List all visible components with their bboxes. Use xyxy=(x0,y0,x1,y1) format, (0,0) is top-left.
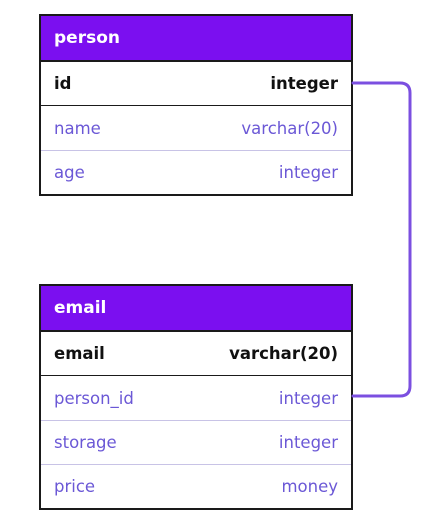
column-row-name[interactable]: name varchar(20) xyxy=(41,106,351,150)
relation-line xyxy=(351,81,412,398)
column-row-email[interactable]: email varchar(20) xyxy=(41,332,351,376)
column-row-storage[interactable]: storage integer xyxy=(41,420,351,464)
table-header-person: person xyxy=(41,16,351,62)
column-row-person-id[interactable]: person_id integer xyxy=(41,376,351,420)
column-type: integer xyxy=(270,74,338,93)
table-person[interactable]: person id integer name varchar(20) age i… xyxy=(39,14,353,196)
table-title: person xyxy=(54,28,120,48)
table-title: email xyxy=(54,298,107,318)
column-name: price xyxy=(54,477,96,496)
column-name: email xyxy=(54,344,105,363)
column-type: varchar(20) xyxy=(241,118,338,138)
column-name: id xyxy=(54,74,72,93)
column-name: age xyxy=(54,163,85,182)
table-header-email: email xyxy=(41,286,351,332)
column-type: varchar(20) xyxy=(229,344,338,363)
column-name: name xyxy=(54,118,101,138)
column-name: person_id xyxy=(54,388,134,408)
table-email[interactable]: email email varchar(20) person_id intege… xyxy=(39,284,353,510)
column-type: money xyxy=(281,477,338,496)
column-type: integer xyxy=(278,163,338,182)
column-row-price[interactable]: price money xyxy=(41,464,351,508)
column-row-id[interactable]: id integer xyxy=(41,62,351,106)
column-type: integer xyxy=(278,433,338,452)
column-name: storage xyxy=(54,433,117,452)
column-row-age[interactable]: age integer xyxy=(41,150,351,194)
column-type: integer xyxy=(278,388,338,408)
